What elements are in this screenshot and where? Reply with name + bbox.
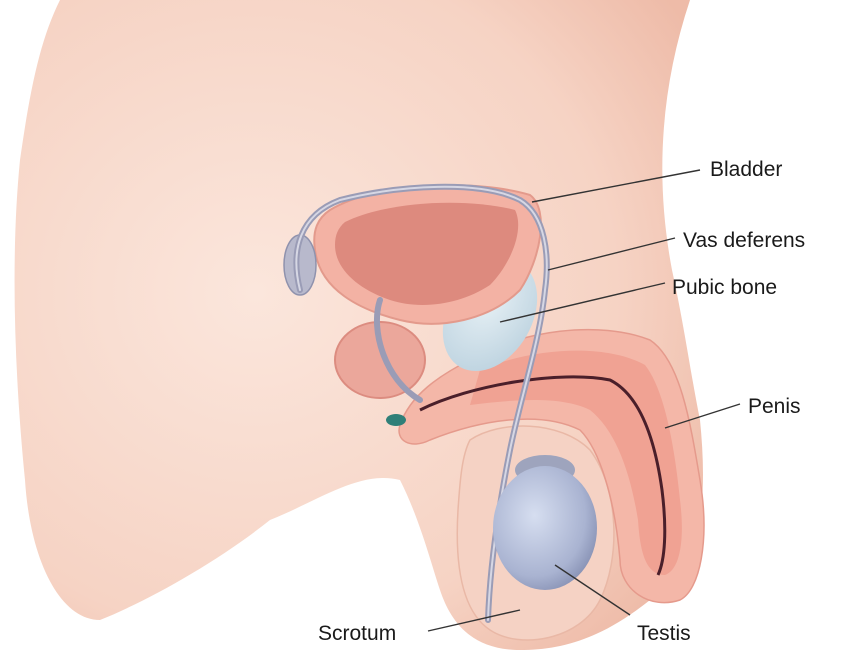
testis-label: Testis — [637, 622, 691, 645]
testis-shape — [493, 466, 597, 590]
scrotum-label: Scrotum — [318, 622, 396, 645]
pubic-bone-label: Pubic bone — [672, 276, 777, 299]
vas-deferens-label: Vas deferens — [683, 229, 805, 252]
bladder-label: Bladder — [710, 158, 782, 181]
bulbourethral-gland-shape — [386, 414, 406, 426]
penis-label: Penis — [748, 395, 801, 418]
